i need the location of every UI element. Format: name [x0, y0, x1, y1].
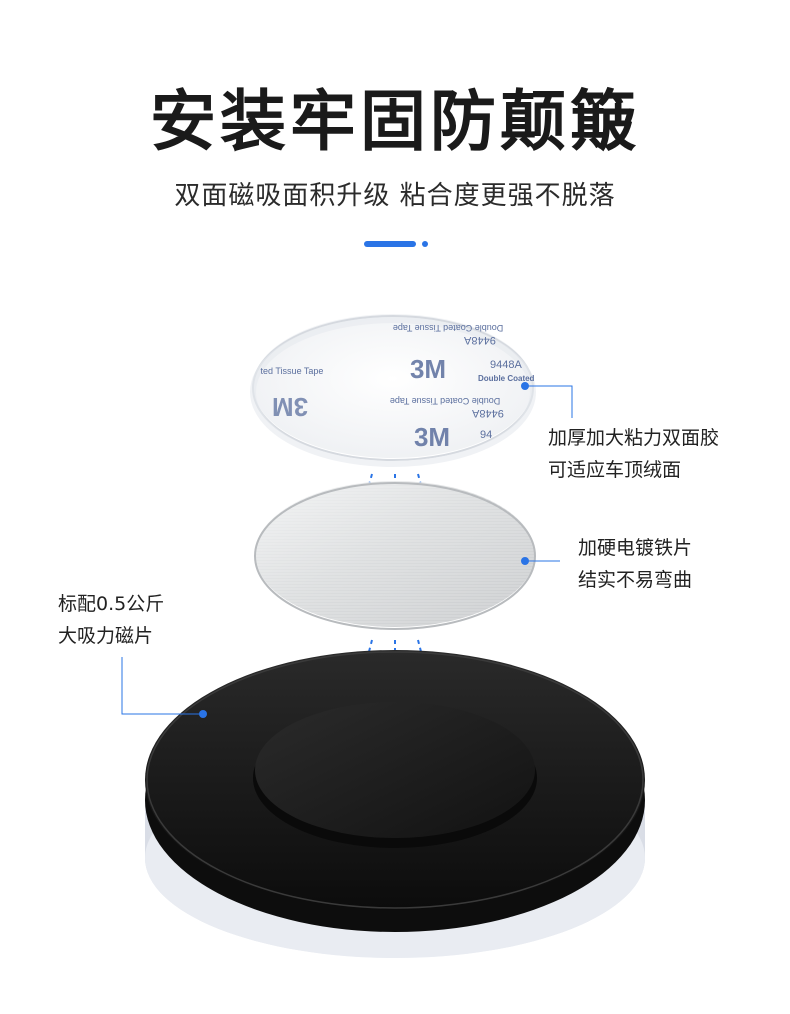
tape-callout-dot	[521, 382, 529, 390]
magnet-leader-line	[121, 657, 200, 715]
callout-plate-line2: 结实不易弯曲	[578, 569, 693, 591]
tape-print-partial: ted Tissue Tape	[261, 366, 324, 376]
callout-tape: 加厚加大粘力双面胶 可适应车顶绒面	[548, 422, 719, 486]
tape-print-top-model: 9448A	[463, 334, 495, 346]
magnet-base	[145, 650, 645, 958]
tape-model-partial: 94	[480, 429, 492, 441]
tape-brand-logo-bottom: 3M	[414, 422, 450, 452]
callout-magnet-line1: 标配0.5公斤	[58, 593, 165, 615]
callout-tape-line2: 可适应车顶绒面	[548, 459, 682, 481]
tape-model-number: 9448A	[490, 359, 522, 371]
callout-plate: 加硬电镀铁片 结实不易弯曲	[578, 532, 692, 596]
tape-print-top: Double Coated Tissue Tape	[393, 323, 503, 333]
plate-callout-dot	[521, 557, 529, 565]
callout-dots	[199, 382, 529, 718]
tape-print-mid: Double Coated Tissue Tape	[390, 396, 500, 406]
tape-print-mid-model: 9448A	[471, 407, 503, 419]
page-title: 安装牢固防颠簸	[150, 83, 640, 160]
callout-magnet: 标配0.5公斤 大吸力磁片	[58, 588, 164, 652]
magnet-callout-dot	[199, 710, 207, 718]
accent-bar	[364, 241, 416, 247]
callout-connectors	[121, 385, 573, 715]
callout-tape-line1: 加厚加大粘力双面胶	[548, 427, 720, 449]
tape-coated-text: Double Coated	[478, 374, 535, 383]
callout-magnet-line2: 大吸力磁片	[58, 625, 154, 647]
callout-plate-line1: 加硬电镀铁片	[578, 537, 693, 559]
tape-brand-logo-flipped: 3M	[272, 392, 308, 422]
tape-leader-line	[525, 385, 573, 418]
iron-plate	[254, 481, 536, 630]
tape-disc: Double Coated Tissue Tape 9448A ted Tiss…	[250, 314, 536, 467]
tape-brand-logo: 3M	[410, 354, 446, 384]
page-subtitle: 双面磁吸面积升级 粘合度更强不脱落	[174, 181, 616, 211]
accent-dot	[422, 241, 428, 247]
